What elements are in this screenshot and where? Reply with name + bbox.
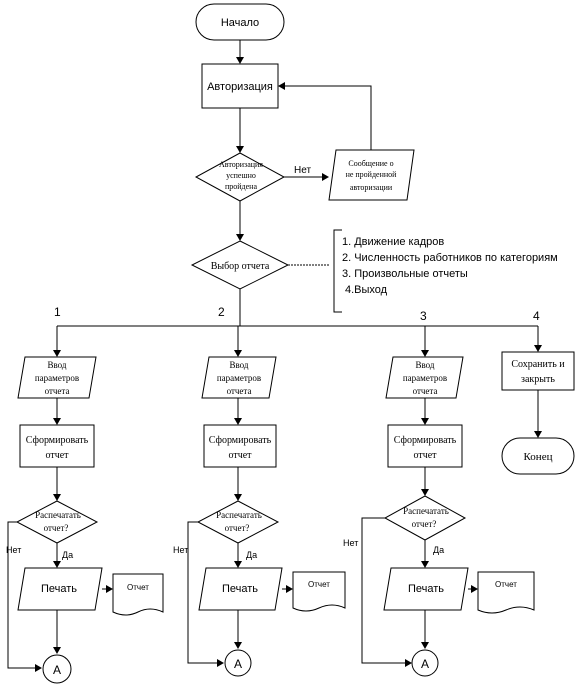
auth-process: Авторизация bbox=[201, 63, 279, 109]
input-params-line-3: отчета bbox=[45, 386, 70, 396]
auth-fail-line-2: не пройденной bbox=[346, 170, 398, 179]
connector-a-1: А bbox=[42, 654, 72, 684]
input-params-3: Ввод параметров отчета bbox=[385, 356, 464, 399]
connector-label-3: А bbox=[421, 657, 429, 671]
print-question-line-1: Распечатать bbox=[216, 510, 262, 520]
menu-item-4: 4.Выход bbox=[345, 284, 388, 296]
no-label-2: Нет bbox=[173, 545, 188, 555]
print-output-1: Печать bbox=[17, 567, 103, 611]
arrowhead bbox=[236, 146, 244, 153]
build-report-line-2: отчет bbox=[228, 450, 252, 461]
arrowhead bbox=[236, 57, 244, 64]
connector-label-2: А bbox=[234, 657, 242, 671]
print-output-2: Печать bbox=[198, 567, 283, 611]
save-close-process: Сохранить и закрыть bbox=[501, 351, 575, 391]
input-params-line-1: Ввод bbox=[415, 360, 434, 370]
report-doc-label-1: Отчет bbox=[127, 583, 149, 592]
arrowhead bbox=[278, 82, 285, 90]
report-doc-label-2: Отчет bbox=[308, 580, 330, 589]
auth-label: Авторизация bbox=[207, 81, 273, 93]
menu-item-2: 2. Численность работников по категориям bbox=[342, 252, 558, 264]
report-choice-decision: Выбор отчета bbox=[190, 240, 290, 290]
menu-bracket bbox=[333, 229, 342, 313]
build-report-line-2: отчет bbox=[45, 450, 69, 461]
input-params-line-2: параметров bbox=[403, 373, 447, 383]
input-params-line-3: отчета bbox=[413, 386, 438, 396]
menu-item-3: 3. Произвольные отчеты bbox=[342, 268, 468, 280]
input-params-line-1: Ввод bbox=[229, 360, 248, 370]
build-report-1: Сформировать отчет bbox=[19, 424, 95, 468]
yes-label-2: Да bbox=[246, 550, 257, 560]
build-report-line-2: отчет bbox=[413, 450, 437, 461]
input-params-1: Ввод параметров отчета bbox=[17, 356, 97, 399]
build-report-line-1: Сформировать bbox=[209, 435, 272, 446]
input-params-line-2: параметров bbox=[217, 373, 261, 383]
print-output-3: Печать bbox=[383, 567, 469, 611]
branch-number-4: 4 bbox=[533, 309, 540, 323]
branch-4: Сохранить и закрыть Конец bbox=[501, 326, 575, 475]
start-terminator: Начало bbox=[195, 3, 285, 41]
report-document-3: Отчет bbox=[477, 571, 535, 614]
print-question-line-2: отчет? bbox=[225, 523, 250, 533]
connector-label-1: А bbox=[53, 663, 61, 677]
input-params-2: Ввод параметров отчета bbox=[201, 356, 277, 399]
branch-number-1: 1 bbox=[54, 305, 61, 319]
print-question-2: Распечатать отчет? bbox=[196, 500, 280, 544]
input-params-line-3: отчета bbox=[227, 386, 252, 396]
print-label-1: Печать bbox=[41, 583, 77, 595]
build-report-2: Сформировать отчет bbox=[203, 424, 277, 468]
end-label: Конец bbox=[524, 451, 553, 463]
auth-fail-message: Сообщение о не пройденной авторизации bbox=[328, 149, 415, 201]
no-label-3: Нет bbox=[343, 538, 358, 548]
print-label-2: Печать bbox=[222, 583, 258, 595]
input-params-line-1: Ввод bbox=[47, 360, 66, 370]
print-question-line-1: Распечатать bbox=[35, 510, 81, 520]
arrowhead bbox=[322, 173, 329, 181]
arrowhead bbox=[236, 234, 244, 241]
menu-item-1: 1. Движение кадров bbox=[342, 236, 444, 248]
branch-number-2: 2 bbox=[218, 305, 225, 319]
report-document-2: Отчет bbox=[292, 571, 346, 612]
auth-check-line-1: Авторизация bbox=[219, 160, 263, 169]
report-doc-label-3: Отчет bbox=[495, 580, 517, 589]
connector-a-3: А bbox=[411, 649, 439, 677]
yes-label-3: Да bbox=[433, 545, 444, 555]
print-label-3: Печать bbox=[408, 583, 444, 595]
branch-3: Ввод параметров отчета Сформировать отче… bbox=[343, 326, 535, 677]
save-close-line-1: Сохранить и bbox=[511, 359, 565, 370]
auth-check-decision: Авторизация успешно пройдена bbox=[194, 152, 286, 202]
auth-check-line-3: пройдена bbox=[225, 182, 257, 191]
start-label: Начало bbox=[221, 17, 259, 29]
arrow-retry-auth bbox=[285, 85, 372, 150]
auth-no-label: Нет bbox=[294, 165, 311, 176]
build-report-3: Сформировать отчет bbox=[387, 424, 463, 468]
report-choice-label: Выбор отчета bbox=[211, 261, 270, 272]
print-question-line-2: отчет? bbox=[412, 519, 437, 529]
branch-1: Ввод параметров отчета Сформировать отче… bbox=[6, 326, 164, 684]
no-label-1: Нет bbox=[6, 545, 21, 555]
print-question-line-1: Распечатать bbox=[403, 506, 449, 516]
input-params-line-2: параметров bbox=[35, 373, 79, 383]
end-terminator: Конец bbox=[501, 437, 575, 475]
auth-fail-line-1: Сообщение о bbox=[348, 159, 393, 168]
print-question-3: Распечатать отчет? bbox=[383, 495, 467, 541]
auth-fail-line-3: авторизации bbox=[350, 183, 393, 192]
print-question-1: Распечатать отчет? bbox=[15, 500, 99, 544]
branch-2: Ввод параметров отчета Сформировать отче… bbox=[173, 326, 346, 677]
build-report-line-1: Сформировать bbox=[394, 435, 457, 446]
build-report-line-1: Сформировать bbox=[26, 435, 89, 446]
yes-label-1: Да bbox=[62, 550, 73, 560]
branch-number-3: 3 bbox=[420, 309, 427, 323]
auth-check-line-2: успешно bbox=[226, 171, 256, 180]
print-question-line-2: отчет? bbox=[44, 523, 69, 533]
connector-a-2: А bbox=[224, 649, 252, 677]
report-document-1: Отчет bbox=[112, 573, 164, 616]
save-close-line-2: закрыть bbox=[521, 374, 555, 385]
